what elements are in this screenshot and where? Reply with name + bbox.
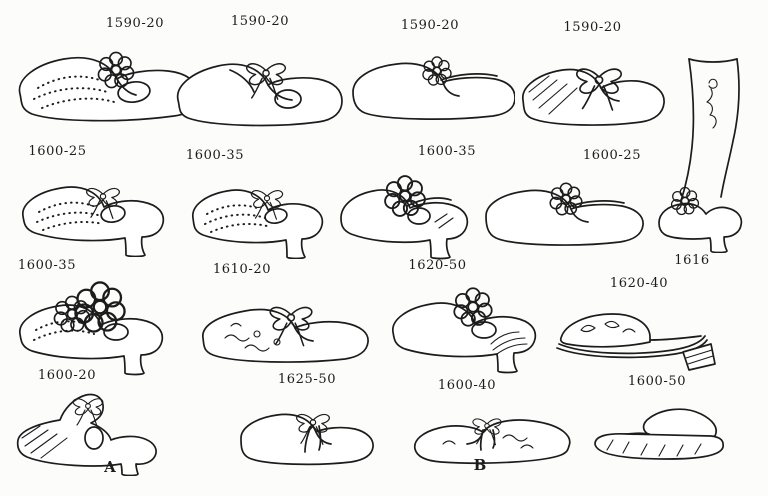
illustration-shoe-pompom [352, 56, 515, 120]
figure-label: 1600-35 [417, 144, 477, 159]
figure-shoe-1: 1590-20 [10, 16, 210, 134]
illustration-shoe-ribbon-ties [240, 413, 374, 466]
figure-shoe-7: 1600-35 [335, 144, 485, 260]
figure-shoe-11: 1620-50 [385, 258, 550, 374]
figure-label: 1620-40 [609, 276, 669, 291]
figure-shoe-9: 1600-35 [12, 258, 192, 376]
section-letter-a: A [104, 458, 116, 476]
figure-shoe-8: 1600-25 [478, 148, 646, 248]
figure-shoe-12: 1620-40 [553, 276, 725, 374]
figure-label: 1590-20 [400, 18, 460, 33]
figure-label: 1610-20 [212, 262, 272, 277]
illustration-leg-stocking-shoe [658, 58, 743, 253]
illustration-heeled-shoe-dotted [22, 186, 165, 257]
illustration-embroidered-shoe-bow [202, 306, 369, 363]
figure-label: 1600-20 [37, 368, 97, 383]
illustration-heeled-shoe-hatched [392, 287, 537, 374]
figure-shoe-15: 1600-40 [403, 378, 575, 466]
illustration-strap-shoe-rosette [485, 182, 644, 246]
figure-label: 1600-50 [627, 374, 687, 389]
figure-label: 1600-35 [17, 258, 77, 273]
illustration-heeled-shoe-double-rosette [19, 281, 164, 376]
figure-label: 1590-20 [105, 16, 165, 31]
figure-shoe-4: 1590-20 [515, 20, 670, 138]
illustration-platform-mule [594, 408, 725, 460]
figure-label: 1620-50 [408, 258, 467, 273]
figure-label: 1590-20 [230, 14, 290, 29]
figure-label: 1600-25 [28, 144, 87, 159]
illustration-embroidered-slipper [413, 418, 571, 465]
figure-shoe-3: 1590-20 [345, 18, 515, 126]
figure-label: 1625-50 [277, 372, 337, 387]
illustration-heeled-shoe-ribbon [192, 189, 324, 259]
illustration-shoe-tall-tongue [16, 393, 157, 476]
figure-shoe-13: 1600-20 [12, 368, 202, 476]
figure-shoe-2: 1590-20 [170, 14, 350, 142]
illustration-shoe-bow [522, 68, 665, 126]
figure-shoe-5: 1600-25 [15, 144, 180, 257]
figure-label: 1600-40 [437, 378, 497, 393]
figure-shoe-10: 1610-20 [195, 262, 375, 370]
figure-label: 1590-20 [563, 20, 622, 35]
figure-label: 1600-35 [185, 148, 245, 163]
illustration-mule-stacked-heel [556, 313, 716, 371]
figure-shoe-16: 1600-50 [583, 374, 731, 466]
figure-label: 1600-25 [582, 148, 642, 163]
figure-shoe-6: 1600-35 [185, 148, 335, 259]
illustration-shoe-ribbon [176, 63, 343, 127]
section-letter-b: B [473, 456, 487, 474]
figure-label: 1616 [674, 253, 710, 268]
illustration-heeled-shoe-rosette [340, 175, 469, 260]
figure-shoe-14: 1625-50 [233, 372, 381, 466]
figure-leg-stocking: 1616 [655, 55, 767, 269]
